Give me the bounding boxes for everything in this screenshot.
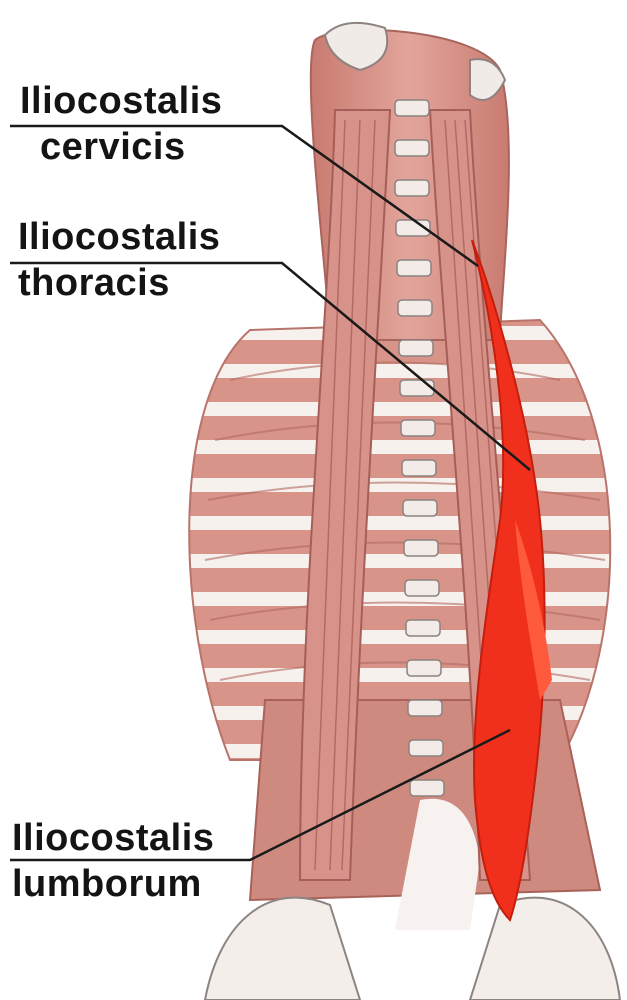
label-line: cervicis bbox=[20, 124, 222, 170]
label-line: lumborum bbox=[12, 861, 214, 907]
label-line: Iliocostalis bbox=[20, 78, 222, 124]
label-iliocostalis-thoracis: Iliocostalis thoracis bbox=[18, 214, 220, 306]
label-iliocostalis-lumborum: Iliocostalis lumborum bbox=[12, 815, 214, 907]
label-iliocostalis-cervicis: Iliocostalis cervicis bbox=[20, 78, 222, 170]
label-line: Iliocostalis bbox=[18, 214, 220, 260]
label-line: thoracis bbox=[18, 260, 220, 306]
pelvis bbox=[205, 898, 360, 1000]
label-line: Iliocostalis bbox=[12, 815, 214, 861]
